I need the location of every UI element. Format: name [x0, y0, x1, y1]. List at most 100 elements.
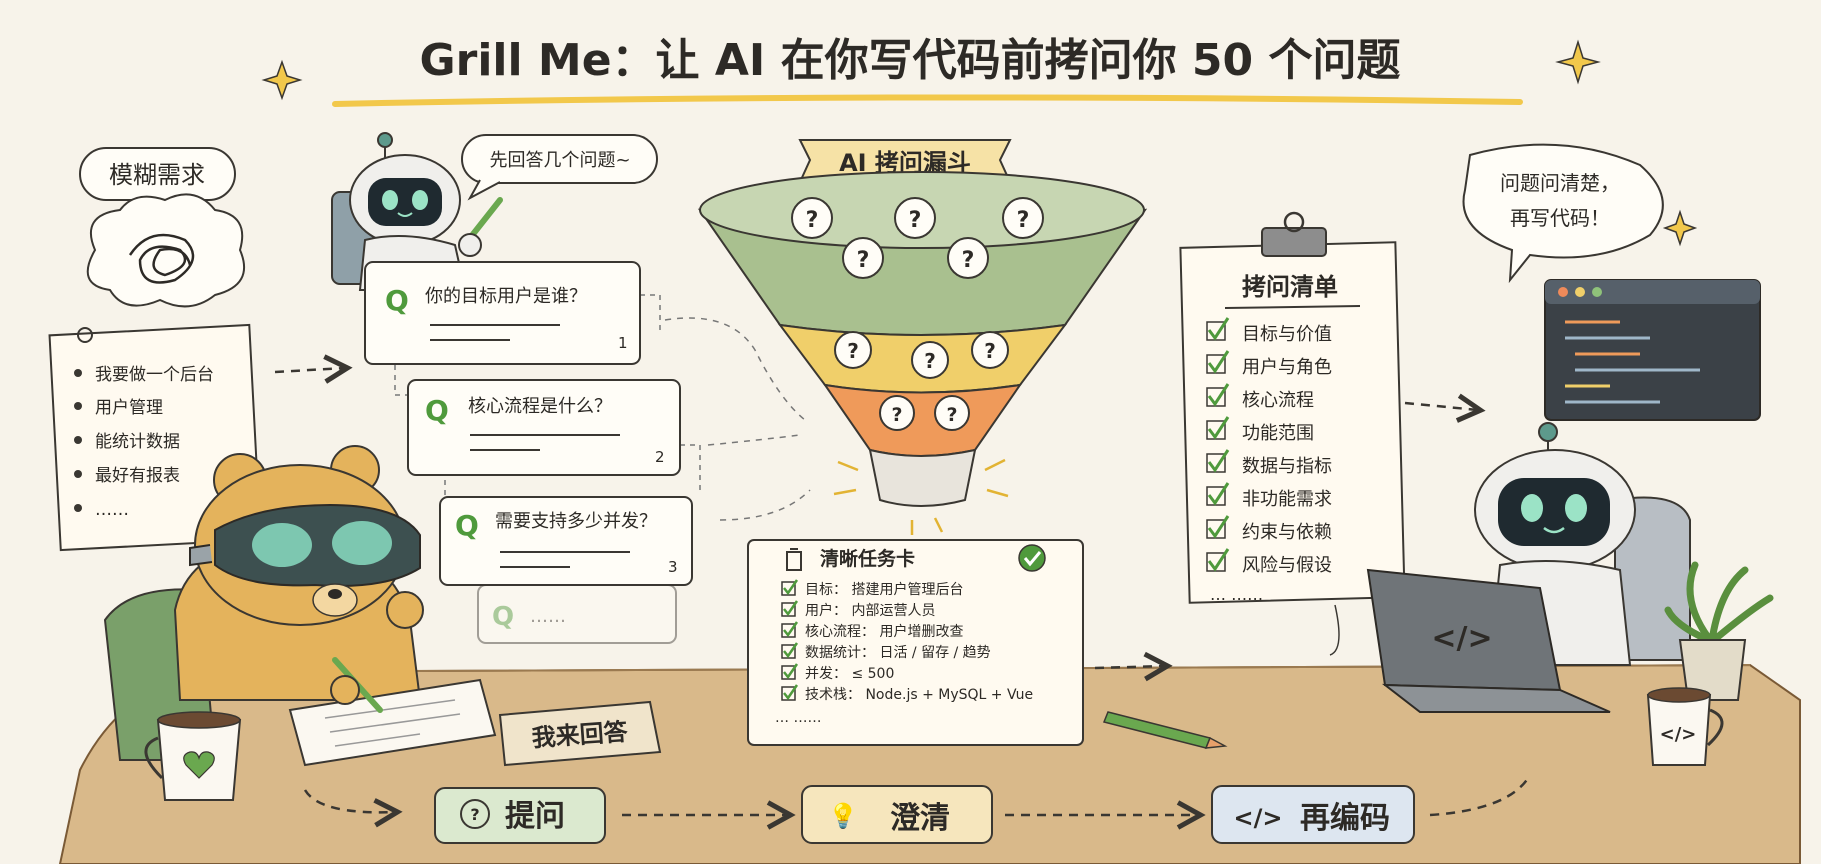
- q-mark: Q: [455, 509, 479, 542]
- checkbox-icon: [781, 581, 796, 596]
- checkbox-icon: [781, 665, 796, 680]
- checklist-item: 用户与角色: [1242, 357, 1332, 378]
- checkbox-icon: [1206, 453, 1226, 473]
- step-icon: ?: [470, 805, 479, 824]
- task-more: … ……: [775, 710, 821, 726]
- checklist-item: 核心流程: [1242, 390, 1314, 411]
- q-mark: Q: [385, 284, 409, 317]
- step-label: 澄清: [890, 801, 950, 836]
- checkbox-icon: [1206, 420, 1226, 440]
- vague-list: 我要做一个后台 用户管理 能统计数据 最好有报表 ……: [74, 365, 214, 520]
- question-bubble-icon: ?: [879, 395, 915, 431]
- checklist-item: 约束与依赖: [1242, 522, 1332, 543]
- checklist-more: … ……: [1210, 585, 1263, 604]
- vague-label: 模糊需求: [109, 161, 205, 189]
- svg-text:?: ?: [984, 339, 996, 363]
- checklist: 拷问清单 目标与价值 用户与角色 核心流程 功能范围 数据与指标 非功能需求 约…: [1179, 211, 1478, 656]
- question-bubble-icon: [460, 799, 490, 829]
- question-card: Q 核心流程是什么？ 2: [407, 379, 681, 476]
- list-item: 用户管理: [95, 398, 163, 418]
- svg-text:?: ?: [891, 404, 902, 426]
- checklist-item: 数据与指标: [1242, 456, 1332, 477]
- robot-face: [1498, 478, 1610, 546]
- tangle-scribble-icon: [128, 233, 195, 284]
- checkbox-icon: [781, 644, 796, 659]
- question-bubbles: ? ? ? ? ? ? ? ? ? ?: [791, 197, 1044, 431]
- checkbox-icon: [781, 602, 796, 617]
- svg-text:?: ?: [946, 404, 957, 426]
- checklist-item: 非功能需求: [1242, 489, 1332, 510]
- task-row: 技术栈： Node.js + MySQL + Vue: [805, 687, 1033, 703]
- vague-note-card: [48, 323, 262, 552]
- question-card: Q 需要支持多少并发？ 3: [439, 496, 693, 586]
- question-num: 3: [668, 558, 678, 576]
- page-title: Grill Me：让 AI 在你写代码前拷问你 50 个问题: [420, 35, 1401, 86]
- list-item: ……: [95, 500, 129, 520]
- question-cards: Q 你的目标用户是谁？ 1 Q 核心流程是什么？ 2 Q 需要支持多少并发？ 3…: [364, 261, 811, 644]
- checkbox-icon: [1206, 486, 1226, 506]
- window-dot-icon: [1558, 287, 1568, 297]
- step-ask: ? 提问: [434, 787, 606, 844]
- plant-icon: [1664, 561, 1774, 644]
- plant-pot: [1678, 639, 1747, 701]
- question-card: Q 你的目标用户是谁？ 1: [364, 261, 641, 365]
- robot-face: [368, 178, 442, 226]
- svg-text:?: ?: [924, 349, 936, 373]
- task-card-rows: 目标： 搭建用户管理后台 用户： 内部运营人员 核心流程： 用户增删改查 数据统…: [775, 579, 1033, 726]
- question-text: 核心流程是什么？: [468, 396, 612, 417]
- question-num: 2: [655, 448, 665, 466]
- funnel: AI 拷问漏斗 ? ? ? ? ? ? ? ? ? ?: [697, 139, 1148, 535]
- checkbox-icon: [1206, 354, 1226, 374]
- window-dot-icon: [1575, 287, 1585, 297]
- task-row: 目标： 搭建用户管理后台: [805, 581, 963, 598]
- vague-requirement: 模糊需求 我要做一个后台 用户管理 能统计数据 最好有报表 ……: [48, 147, 345, 552]
- terminal-window: [1544, 279, 1761, 421]
- question-bubble-icon: ?: [834, 331, 872, 369]
- list-item: 最好有报表: [95, 466, 180, 486]
- step-code: </> 再编码: [1211, 785, 1415, 844]
- checkbox-icon: [1206, 552, 1226, 572]
- laptop-code-icon: </>: [1431, 621, 1492, 656]
- q-mark: Q: [492, 602, 514, 632]
- answer-sign-text: 我来回答: [531, 718, 630, 753]
- checklist-items: 目标与价值 用户与角色 核心流程 功能范围 数据与指标 非功能需求 约束与依赖 …: [1206, 317, 1332, 604]
- robot-right-group: 问题问清楚， 再写代码！ </>: [1366, 143, 1774, 766]
- clip: [1261, 227, 1327, 257]
- lightbulb-icon: 💡: [828, 802, 858, 830]
- question-num: 1: [618, 334, 628, 352]
- funnel-spout: [868, 448, 977, 507]
- robot-bubble: [461, 134, 658, 184]
- robot-right-bubble-line2: 再写代码！: [1510, 206, 1610, 230]
- question-text: 需要支持多少并发？: [495, 511, 657, 532]
- list-item: 能统计数据: [95, 432, 180, 452]
- pin-icon: [77, 327, 93, 343]
- process-flow: ? 提问 💡 澄清 </> 再编码: [303, 774, 1532, 844]
- question-bubble-icon: ?: [894, 197, 936, 239]
- bear: [103, 445, 497, 801]
- task-row: 核心流程： 用户增删改查: [805, 623, 963, 640]
- mug-code-icon: </>: [1660, 724, 1697, 745]
- svg-text:?: ?: [962, 248, 975, 273]
- step-label: 提问: [505, 799, 565, 834]
- question-text: ……: [530, 606, 566, 627]
- checklist-item: 目标与价值: [1242, 324, 1332, 345]
- svg-text:?: ?: [1017, 208, 1030, 233]
- svg-text:?: ?: [857, 248, 870, 273]
- robot-right-bubble-line1: 问题问清楚，: [1500, 171, 1620, 195]
- antenna-icon: [1538, 422, 1558, 442]
- window-dot-icon: [1592, 287, 1602, 297]
- arrow-to-laptop: [1094, 666, 1165, 668]
- check-badge-icon: [1018, 544, 1046, 572]
- step-clarify: 💡 澄清: [801, 785, 993, 844]
- checkbox-icon: [1206, 387, 1226, 407]
- checklist-item: 风险与假设: [1242, 555, 1332, 576]
- checklist-title: 拷问清单: [1242, 273, 1338, 301]
- step-label: 再编码: [1300, 801, 1390, 836]
- checkbox-icon: [1206, 519, 1226, 539]
- question-bubble-icon: ?: [1002, 197, 1044, 239]
- pen-icon: [467, 197, 503, 241]
- heart-icon: [183, 751, 215, 779]
- task-card-title: 清晰任务卡: [820, 547, 915, 570]
- question-bubble-icon: ?: [934, 395, 970, 431]
- arrow-to-questions: [274, 368, 345, 372]
